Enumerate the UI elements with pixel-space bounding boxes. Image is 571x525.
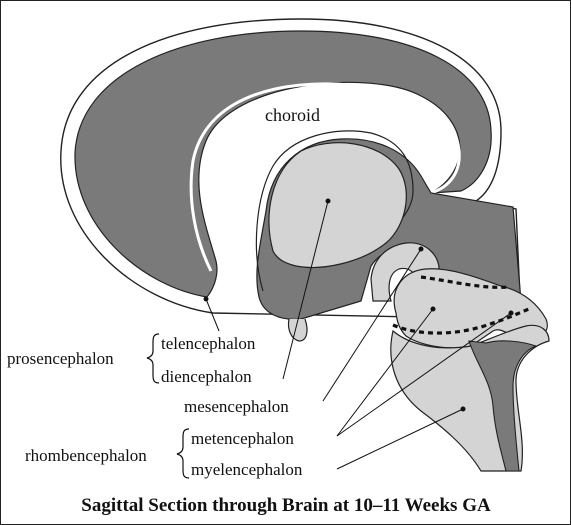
label-prosencephalon: prosencephalon <box>7 349 114 368</box>
diencephalon-mass <box>268 142 407 269</box>
leader-metencephalon-1 <box>336 308 434 437</box>
label-rhombencephalon: rhombencephalon <box>25 446 147 465</box>
leader-dots <box>203 198 514 412</box>
dot-metencephalon-2 <box>508 310 514 316</box>
infundibulum <box>287 318 308 342</box>
dot-diencephalon <box>325 198 331 204</box>
boundary-mes-met <box>420 275 510 289</box>
dot-myelencephalon <box>460 406 466 412</box>
leader-mesencephalon <box>322 248 422 402</box>
telencephalon-inner-band <box>189 82 461 272</box>
label-mesencephalon: mesencephalon <box>184 397 289 416</box>
label-diencephalon: diencephalon <box>161 367 252 386</box>
choroid-membrane <box>255 130 414 292</box>
label-metencephalon: metencephalon <box>191 429 294 448</box>
dot-mesencephalon <box>418 246 424 252</box>
leader-diencephalon <box>282 200 329 380</box>
leader-metencephalon-2 <box>336 312 512 437</box>
prosencephalon-brace <box>146 333 160 384</box>
diagram-caption: Sagittal Section through Brain at 10–11 … <box>81 495 491 516</box>
leader-telencephalon <box>205 298 220 332</box>
telencephalon-wall <box>74 30 492 298</box>
boundary-met-myel <box>392 307 530 335</box>
leader-myelencephalon <box>336 408 464 470</box>
dot-metencephalon-1 <box>430 306 436 312</box>
label-choroid: choroid <box>265 105 320 125</box>
myelencephalon-canal <box>468 340 538 472</box>
leader-lines <box>205 200 512 470</box>
dot-telencephalon <box>203 296 209 302</box>
label-telencephalon: telencephalon <box>161 334 256 353</box>
label-myelencephalon: myelencephalon <box>191 460 303 479</box>
rhombencephalon-brace <box>176 428 190 479</box>
